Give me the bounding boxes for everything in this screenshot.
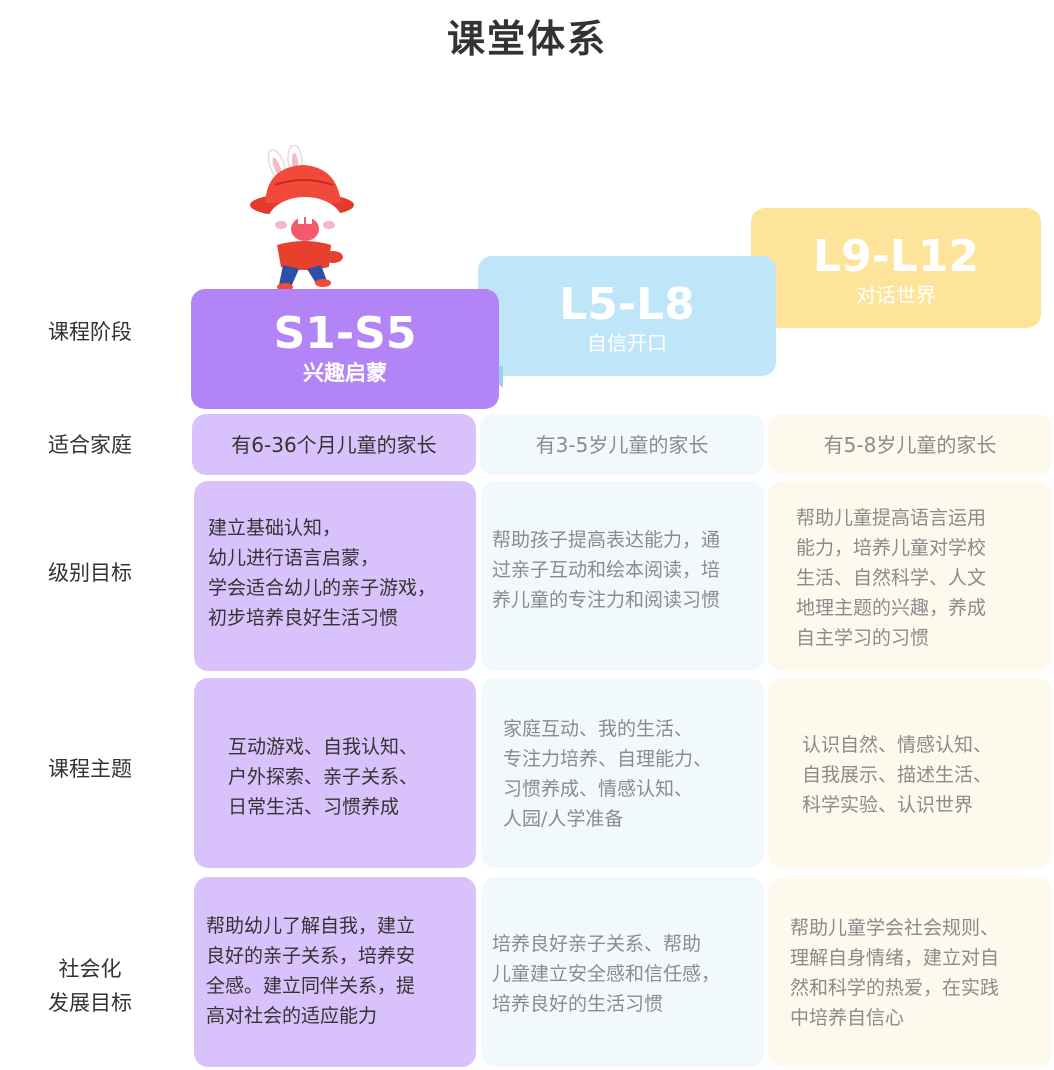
family-text: 有3-5岁儿童的家长 <box>535 433 709 457</box>
theme-line: 日常生活、习惯养成 <box>228 796 400 818</box>
row-label-theme: 课程主题 <box>48 757 132 781</box>
social-line: 良好的亲子关系，培养安 <box>206 945 416 967</box>
family-cell-s1: 有6-36个月儿童的家长 <box>192 414 476 475</box>
row-label-social-line1: 社会化 <box>58 957 122 981</box>
theme-line: 认识自然、情感认知、 <box>802 734 993 756</box>
rabbit-mascot-illustration <box>250 145 354 291</box>
social-line: 高对社会的适应能力 <box>206 1005 378 1027</box>
row-label-goal: 级别目标 <box>48 561 132 585</box>
family-text: 有6-36个月儿童的家长 <box>231 433 437 457</box>
theme-line: 户外探索、亲子关系、 <box>228 766 419 788</box>
social-line: 儿童建立安全感和信任感， <box>492 963 721 985</box>
social-cell-s1: 帮助幼儿了解自我，建立 良好的亲子关系，培养安 全感。建立同伴关系，提 高对社会… <box>194 877 476 1067</box>
stage-name: 对话世界 <box>856 283 936 307</box>
theme-line: 互动游戏、自我认知、 <box>228 736 419 758</box>
social-line: 全感。建立同伴关系，提 <box>206 975 416 997</box>
theme-line: 习惯养成、情感认知、 <box>503 778 694 800</box>
theme-line: 自我展示、描述生活、 <box>802 764 993 786</box>
social-line: 培养良好亲子关系、帮助 <box>492 933 702 955</box>
social-line: 培养良好的生活习惯 <box>492 993 664 1015</box>
stage-name: 兴趣启蒙 <box>303 361 387 385</box>
theme-cell-l5: 家庭互动、我的生活、 专注力培养、自理能力、 习惯养成、情感认知、 人园/人学准… <box>481 678 764 868</box>
goal-line: 帮助儿童提高语言运用 <box>796 507 987 529</box>
social-line: 中培养自信心 <box>790 1007 905 1029</box>
goal-line: 地理主题的兴趣，养成 <box>796 597 987 619</box>
theme-cell-l9: 认识自然、情感认知、 自我展示、描述生活、 科学实验、认识世界 <box>768 678 1052 868</box>
goal-cell-l5: 帮助孩子提高表达能力，通 过亲子互动和绘本阅读，培 养儿童的专注力和阅读习惯 <box>481 481 764 671</box>
social-line: 理解自身情绪，建立对自 <box>790 947 1000 969</box>
stage-code: L9-L12 <box>812 231 980 282</box>
goal-line: 养儿童的专注力和阅读习惯 <box>492 589 721 611</box>
goal-line: 生活、自然科学、人文 <box>796 567 987 589</box>
goal-line: 自主学习的习惯 <box>796 627 930 649</box>
goal-cell-l9: 帮助儿童提高语言运用 能力，培养儿童对学校 生活、自然科学、人文 地理主题的兴趣… <box>768 481 1052 671</box>
stage-name: 自信开口 <box>587 331 667 355</box>
social-line: 然和科学的热爱，在实践 <box>790 977 1000 999</box>
theme-line: 专注力培养、自理能力、 <box>503 748 713 770</box>
stage-code: L5-L8 <box>559 279 695 330</box>
stage-code: S1-S5 <box>273 308 417 359</box>
social-cell-l9: 帮助儿童学会社会规则、 理解自身情绪，建立对自 然和科学的热爱，在实践 中培养自… <box>768 877 1052 1067</box>
row-label-social: 社会化 发展目标 <box>20 952 160 1020</box>
goal-line: 幼儿进行语言启蒙， <box>208 547 380 569</box>
goal-line: 学会适合幼儿的亲子游戏， <box>208 577 437 599</box>
goal-line: 帮助孩子提高表达能力，通 <box>492 529 721 551</box>
row-label-social-line2: 发展目标 <box>48 991 132 1015</box>
theme-cell-s1: 互动游戏、自我认知、 户外探索、亲子关系、 日常生活、习惯养成 <box>194 678 476 868</box>
page-title: 课堂体系 <box>446 17 607 61</box>
goal-line: 建立基础认知， <box>208 517 342 539</box>
row-label-stage: 课程阶段 <box>48 320 132 344</box>
theme-line: 家庭互动、我的生活、 <box>503 718 694 740</box>
social-line: 帮助儿童学会社会规则、 <box>790 917 1000 939</box>
social-cell-l5: 培养良好亲子关系、帮助 儿童建立安全感和信任感， 培养良好的生活习惯 <box>481 877 764 1067</box>
goal-cell-s1: 建立基础认知， 幼儿进行语言启蒙， 学会适合幼儿的亲子游戏， 初步培养良好生活习… <box>194 481 476 671</box>
family-cell-l5: 有3-5岁儿童的家长 <box>480 414 764 475</box>
social-line: 帮助幼儿了解自我，建立 <box>206 915 416 937</box>
family-cell-l9: 有5-8岁儿童的家长 <box>768 414 1052 475</box>
goal-line: 过亲子互动和绘本阅读，培 <box>492 559 721 581</box>
row-label-family: 适合家庭 <box>48 433 132 457</box>
goal-line: 初步培养良好生活习惯 <box>208 607 399 629</box>
stage-card-s1-s5: S1-S5 兴趣启蒙 <box>191 289 499 409</box>
stage-card-l9-l12: L9-L12 对话世界 <box>751 208 1041 328</box>
goal-line: 能力，培养儿童对学校 <box>796 537 987 559</box>
theme-line: 人园/人学准备 <box>503 808 624 830</box>
stage-card-l5-l8: L5-L8 自信开口 <box>478 256 776 376</box>
family-text: 有5-8岁儿童的家长 <box>823 433 997 457</box>
theme-line: 科学实验、认识世界 <box>802 794 974 816</box>
